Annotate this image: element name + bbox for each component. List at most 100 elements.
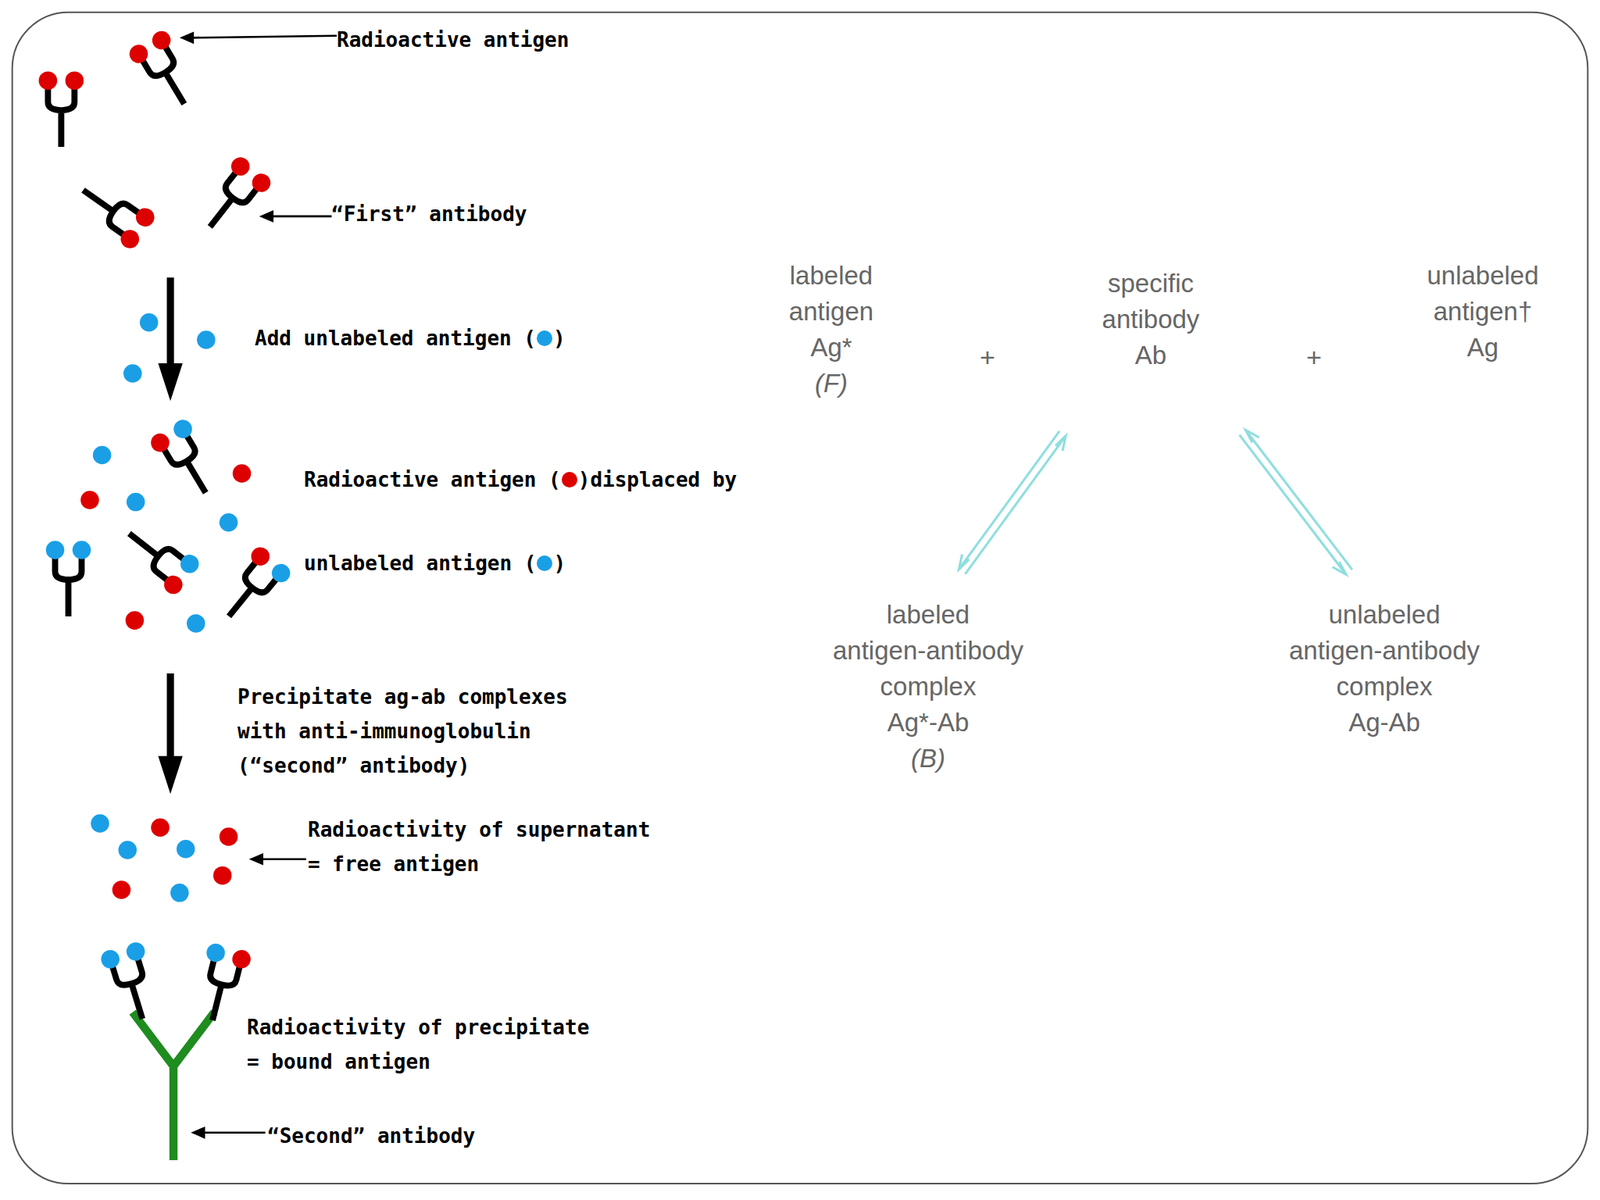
leader-line — [260, 857, 306, 861]
leader-arrowhead — [190, 1126, 205, 1140]
equilibrium-line — [965, 435, 1067, 575]
labeled-antigen-dot — [213, 866, 233, 886]
antibody-shape — [218, 561, 277, 625]
labeled-antigen-dot — [125, 610, 145, 630]
labeled-antigen-dot — [219, 827, 239, 847]
unlabeled-antigen-dot — [72, 540, 92, 560]
leader-arrowhead — [259, 210, 274, 223]
term-text: Ag* — [768, 329, 894, 366]
antibody-symbol — [125, 27, 204, 115]
leader-line — [271, 215, 332, 218]
unlabeled-antigen-dot — [170, 416, 196, 442]
equilibrium-line — [1245, 429, 1352, 570]
step-caption-text: )displaced by — [578, 462, 738, 497]
step-caption-text: ) — [553, 546, 566, 581]
antibody-symbol — [147, 416, 225, 504]
labeled-antigen-dot — [132, 204, 158, 231]
labeled-antigen-dot — [160, 571, 186, 598]
antibody-shape — [199, 171, 257, 236]
step-caption-text: unlabeled antigen ( — [303, 546, 536, 581]
labeled-antigen-dot — [112, 880, 132, 900]
step-caption-text: Radioactive antigen ( — [303, 462, 561, 497]
term-node: labeled antigenAg*(F) — [768, 257, 894, 402]
step-caption: Radioactive antigen — [336, 22, 569, 58]
unlabeled-antigen-dot — [139, 313, 159, 333]
unlabeled-antigen-dot — [204, 941, 227, 964]
labeled-antigen-dot — [149, 27, 175, 53]
unlabeled-antigen-dot — [176, 839, 196, 859]
term-text: unlabeled antigen-antibody complex — [1286, 596, 1483, 705]
term-text: Ag-Ab — [1286, 704, 1483, 741]
arrowhead — [1332, 561, 1347, 575]
unlabeled-antigen-dot — [176, 550, 203, 577]
step-caption: Radioactivity of precipitate = bound ant… — [246, 1010, 603, 1079]
equilibrium-line — [1239, 435, 1346, 575]
plus-sign: + — [979, 341, 996, 373]
leader-arrowhead — [179, 31, 194, 44]
equilibrium-arrow — [1239, 429, 1352, 575]
antibody-symbol — [70, 171, 158, 253]
term-node: unlabeled antigen†Ag — [1416, 257, 1550, 366]
leader-line — [203, 1131, 266, 1134]
arrowhead — [958, 553, 969, 569]
labeled-antigen-dot — [65, 71, 85, 90]
step-caption-text: ) — [553, 321, 566, 356]
antibody-shape — [75, 178, 140, 235]
antibody-shape — [121, 523, 185, 581]
leader-line — [192, 35, 337, 39]
term-text: (F) — [768, 365, 894, 402]
unlabeled-antigen-dot — [126, 492, 146, 512]
labeled-antigen-dot — [247, 543, 274, 570]
unlabeled-antigen-dot — [219, 513, 239, 533]
second-antibody-shape — [132, 1012, 215, 1161]
term-text: Ab — [1084, 337, 1218, 374]
labeled-antigen-dot — [150, 818, 170, 838]
labeled-antigen-dot — [248, 169, 275, 196]
antibody-shape — [112, 958, 156, 1023]
term-node: unlabeled antigen-antibody complexAg-Ab — [1286, 596, 1483, 741]
step-caption: Add unlabeled antigen () — [254, 321, 566, 356]
step-caption-text: Add unlabeled antigen ( — [254, 321, 536, 356]
step-arrowhead — [157, 363, 183, 401]
unlabeled-antigen-dot — [118, 840, 138, 860]
plus-sign: + — [1306, 341, 1322, 373]
antibody-symbol — [46, 540, 91, 617]
labeled-antigen-dot — [147, 430, 173, 456]
antibody-shape — [47, 87, 75, 147]
step-caption: Radioactivity of supernatant = free anti… — [307, 812, 664, 882]
step-caption: “Second” antibody — [267, 1118, 475, 1154]
equilibrium-arrow — [958, 431, 1066, 575]
leader-arrowhead — [249, 853, 264, 866]
unlabeled-antigen-dot — [186, 614, 206, 633]
antibody-shape — [164, 435, 218, 500]
labeled-antigen-dot — [39, 71, 58, 90]
term-text: unlabeled antigen† — [1416, 257, 1550, 330]
step-caption: unlabeled antigen () — [303, 546, 566, 581]
step-caption: “First” antibody — [331, 196, 527, 232]
arrowhead — [1245, 429, 1259, 443]
step-arrow-shaft — [167, 277, 175, 368]
term-text: specific antibody — [1084, 265, 1218, 338]
antibody-symbol — [211, 543, 294, 631]
term-text: labeled antigen — [768, 257, 894, 330]
term-node: labeled antigen-antibody complexAg*-Ab(B… — [830, 596, 1026, 777]
labeled-antigen-dot — [117, 226, 143, 253]
antibody-shape — [55, 557, 83, 617]
term-text: (B) — [830, 740, 1026, 777]
step-caption: Radioactive antigen ( )displaced by — [303, 462, 737, 497]
unlabeled-antigen-dot — [124, 939, 147, 963]
unlabeled-antigen-dot — [536, 330, 553, 347]
labeled-antigen-dot — [561, 471, 578, 488]
antibody-shape — [200, 959, 240, 1024]
labeled-antigen-dot — [227, 153, 254, 180]
antibody-symbol — [192, 153, 275, 242]
unlabeled-antigen-dot — [536, 555, 553, 572]
unlabeled-antigen-dot — [46, 540, 65, 560]
step-arrowhead — [157, 756, 183, 794]
unlabeled-antigen-dot — [92, 446, 112, 465]
antibody-symbol — [115, 515, 204, 598]
step-caption: Precipitate ag-ab complexes with anti-im… — [237, 679, 590, 783]
labeled-antigen-dot — [232, 464, 252, 483]
antibody-symbol — [39, 71, 84, 147]
